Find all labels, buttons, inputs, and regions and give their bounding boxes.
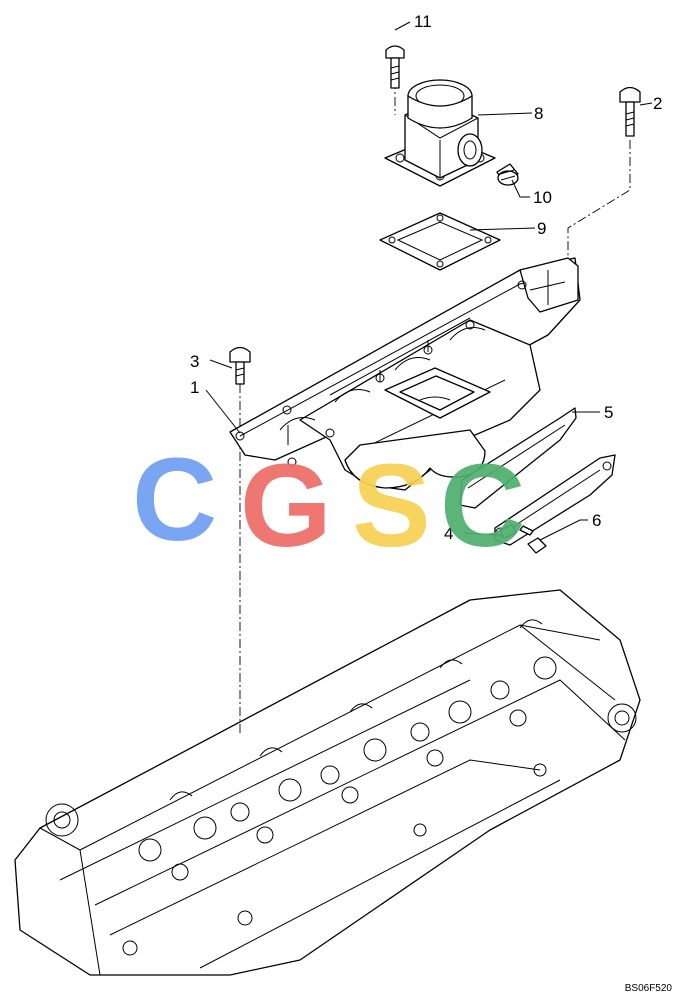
callout-8: 8 xyxy=(534,104,543,123)
watermark-letter-c: C xyxy=(132,434,217,566)
callout-10: 10 xyxy=(533,188,552,207)
bracket xyxy=(494,454,616,546)
callout-3: 3 xyxy=(190,352,199,371)
callouts: 11 2 8 10 9 3 1 5 4 6 xyxy=(190,12,662,543)
screw-6 xyxy=(519,525,547,554)
callout-2: 2 xyxy=(653,94,662,113)
bolt-2 xyxy=(619,86,641,137)
callout-6: 6 xyxy=(592,511,601,530)
callout-9: 9 xyxy=(537,219,546,238)
drawing-code: BS06F520 xyxy=(624,983,672,994)
bolt-11 xyxy=(385,45,405,89)
inlet-elbow xyxy=(384,79,496,187)
callout-1: 1 xyxy=(190,378,199,397)
watermark-letter-c2: C xyxy=(440,440,525,572)
bolt-3 xyxy=(229,346,251,385)
watermark-letter-s: S xyxy=(352,440,431,572)
watermark: C G S C xyxy=(132,434,525,572)
callout-11: 11 xyxy=(414,12,432,31)
screw-4 xyxy=(499,524,517,539)
heat-shield xyxy=(459,407,577,509)
plug xyxy=(496,163,519,186)
watermark-letter-g: G xyxy=(240,440,332,572)
callout-5: 5 xyxy=(604,403,613,422)
intake-manifold xyxy=(229,257,581,491)
callout-4: 4 xyxy=(444,524,453,543)
leader-lines xyxy=(205,21,653,541)
gasket xyxy=(379,212,501,271)
cylinder-head xyxy=(14,589,641,976)
